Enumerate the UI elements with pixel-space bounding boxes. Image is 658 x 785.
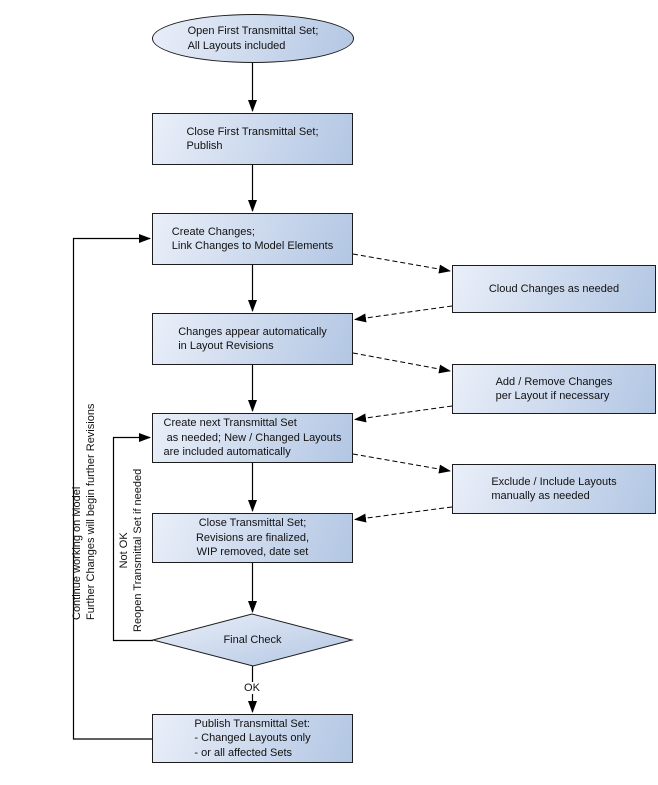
dashed-add-remove-to-create-next [354,405,453,423]
dashed-create-next-to-exclude [352,453,451,474]
node-cloud-changes-label: Cloud Changes as needed [488,282,620,295]
loop-publish-to-create-changes [72,234,152,740]
node-close-transmittal-set: Close Transmittal Set; Revisions are fin… [152,513,353,563]
node-exclude-include-layouts: Exclude / Include Layouts manually as ne… [452,464,656,514]
node-add-remove-changes-label: Add / Remove Changes per Layout if neces… [495,375,613,403]
node-create-changes: Create Changes; Link Changes to Model El… [152,213,353,265]
dashed-create-changes-to-cloud [352,253,451,274]
node-open-first-transmittal-set-label: Open First Transmittal Set; All Layouts … [187,25,319,52]
node-changes-appear: Changes appear automatically in Layout R… [152,313,353,365]
dashed-cloud-to-changes-appear [354,305,453,323]
dashed-changes-appear-to-add-remove [352,352,451,374]
node-final-check-label: Final Check [223,634,282,646]
node-publish-transmittal-set-label: Publish Transmittal Set: - Changed Layou… [194,717,311,759]
node-close-transmittal-set-label: Close Transmittal Set; Revisions are fin… [195,517,310,559]
node-exclude-include-layouts-label: Exclude / Include Layouts manually as ne… [491,475,617,503]
node-final-check-shape [151,613,354,667]
loop-final-check-to-create-next [112,433,153,642]
node-cloud-changes: Cloud Changes as needed [452,265,656,313]
loop-note-continue-working: Continue working on Model Further Change… [71,403,97,620]
node-close-first-transmittal-set-label: Close First Transmittal Set; Publish [186,125,319,153]
dashed-exclude-to-close-set [354,506,453,523]
node-create-next-transmittal-set-label: Create next Transmittal Set as needed; N… [163,417,342,459]
node-close-first-transmittal-set: Close First Transmittal Set; Publish [152,113,353,165]
node-create-next-transmittal-set: Create next Transmittal Set as needed; N… [152,413,353,463]
node-add-remove-changes: Add / Remove Changes per Layout if neces… [452,364,656,414]
node-create-changes-label: Create Changes; Link Changes to Model El… [171,225,334,253]
node-open-first-transmittal-set: Open First Transmittal Set; All Layouts … [152,14,354,63]
node-publish-transmittal-set: Publish Transmittal Set: - Changed Layou… [152,714,353,763]
node-changes-appear-label: Changes appear automatically in Layout R… [178,325,327,353]
ok-edge-label: OK [241,682,263,694]
loop-note-not-ok-reopen: Not OK Reopen Transmittal Set if needed [118,468,144,632]
